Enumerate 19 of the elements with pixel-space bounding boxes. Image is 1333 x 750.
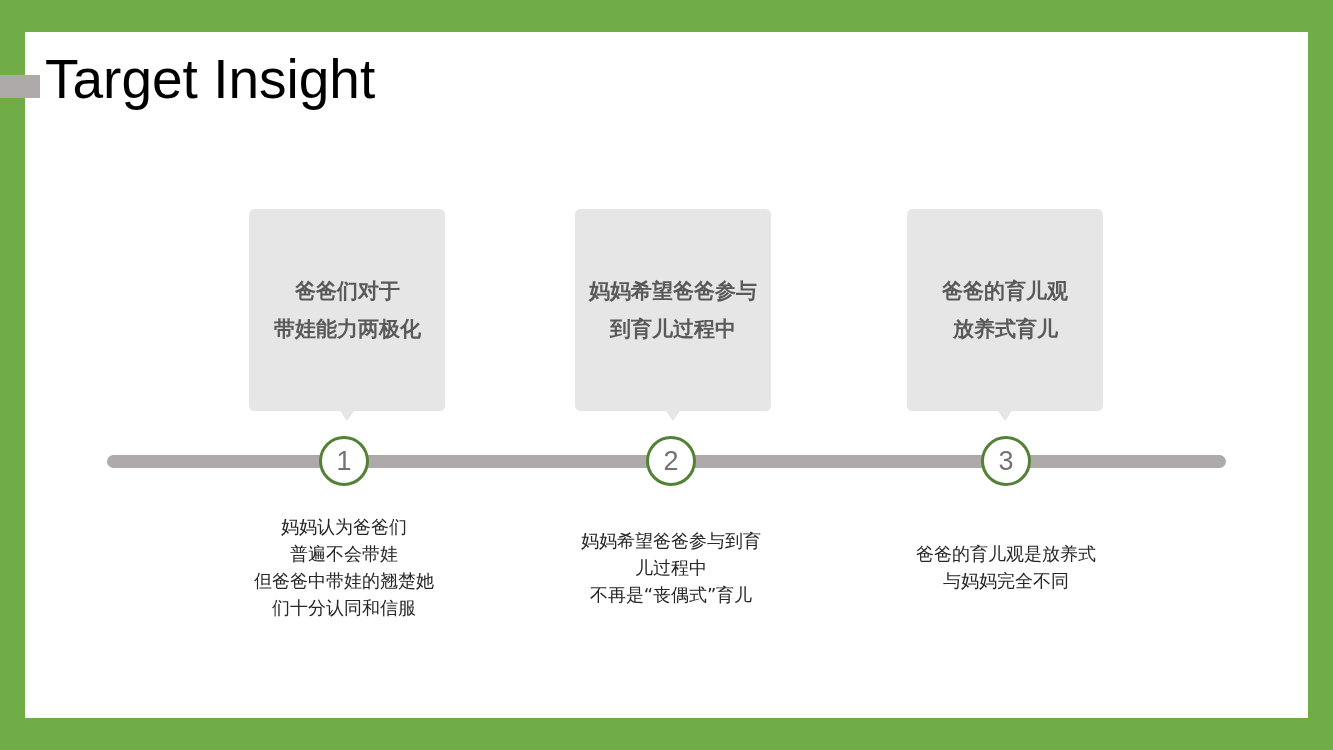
callout-box: [575, 209, 771, 421]
description-text: 妈妈认为爸爸们: [281, 515, 407, 539]
description-text: 妈妈希望爸爸参与到育儿过程中: [580, 528, 762, 580]
description-text: 但爸爸中带娃的翘楚她们十分认同和信服: [253, 569, 435, 620]
callout-box: [907, 209, 1103, 421]
callout-text: 妈妈希望爸爸参与到育儿过程中: [587, 278, 758, 343]
step-number: 3: [998, 446, 1014, 476]
callout-text: 带娃能力两极化: [273, 316, 421, 343]
step-number: 2: [663, 446, 679, 476]
description-text: 与妈妈完全不同: [943, 569, 1069, 593]
callout-box: [249, 209, 445, 421]
description-text: 爸爸的育儿观是放养式: [916, 542, 1096, 566]
callout-text: 爸爸的育儿观: [942, 278, 1068, 305]
slide-title: Target Insight: [45, 47, 376, 112]
description-text: 不再是“丧偶式”育儿: [589, 582, 753, 607]
description-text: 普遍不会带娃: [290, 542, 398, 566]
step-number: 1: [336, 446, 352, 476]
callout-text: 放养式育儿: [952, 316, 1058, 343]
callout-text: 爸爸们对于: [294, 278, 400, 305]
